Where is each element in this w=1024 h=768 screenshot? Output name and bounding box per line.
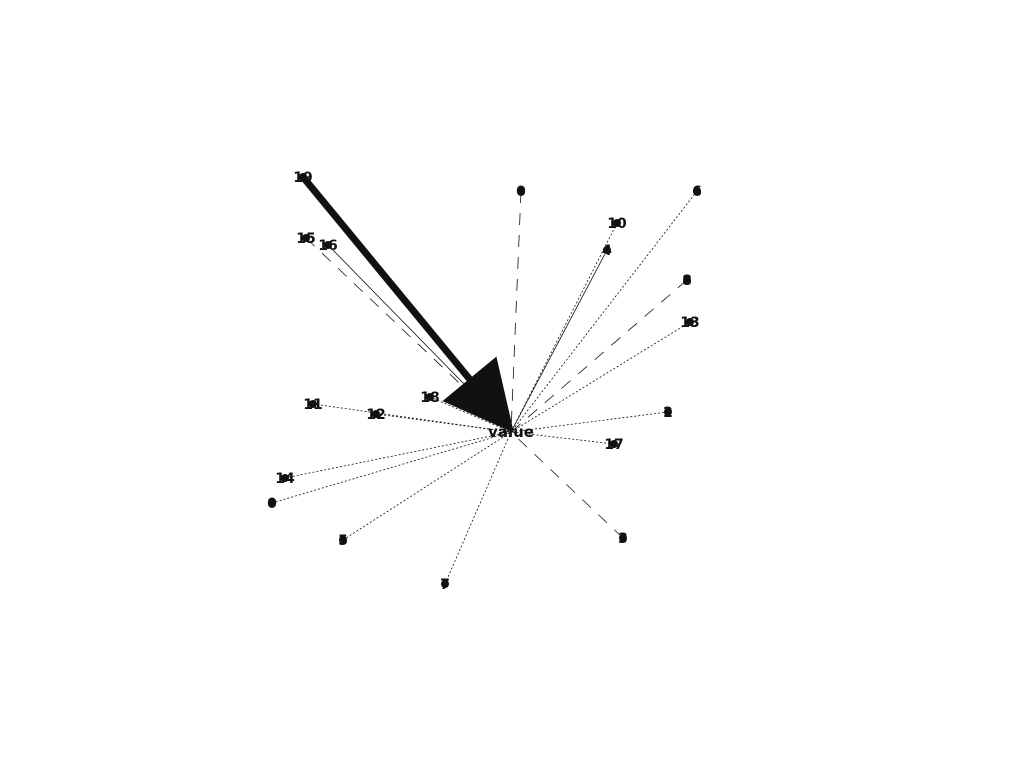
node-n17: 17 <box>604 437 623 453</box>
edge-n17 <box>510 431 615 445</box>
node-dot <box>686 318 694 326</box>
node-label: 4 <box>602 243 612 259</box>
node-label: 19 <box>293 170 312 186</box>
node-dot <box>603 246 611 254</box>
edge-n3 <box>510 431 624 539</box>
node-label: 16 <box>318 238 337 254</box>
edge-n15 <box>305 237 512 433</box>
node-n5: 5 <box>338 533 348 549</box>
node-label: 15 <box>296 231 315 247</box>
node-n3: 3 <box>618 531 628 547</box>
node-n16: 16 <box>318 238 337 254</box>
node-dot <box>339 536 347 544</box>
edge-n0b <box>271 431 512 504</box>
node-label: 2 <box>663 405 673 421</box>
edge-n13 <box>510 321 691 433</box>
node-dot <box>610 440 618 448</box>
edge-n4 <box>510 249 608 433</box>
node-dot <box>372 410 380 418</box>
node-n13: 13 <box>680 315 699 331</box>
edge-n6 <box>510 190 698 433</box>
node-dot <box>683 276 691 284</box>
node-n1: 1 <box>475 389 485 405</box>
node-label: 13 <box>680 315 699 331</box>
edge-n8 <box>510 279 688 433</box>
node-dot <box>302 234 310 242</box>
node-n7: 7 <box>440 577 450 593</box>
node-n6: 6 <box>692 184 702 200</box>
node-n19: 19 <box>293 170 312 186</box>
node-dot <box>613 219 621 227</box>
edge-n2 <box>510 411 669 433</box>
node-label: 10 <box>607 216 627 232</box>
node-n10: 10 <box>607 216 627 232</box>
node-n11: 11 <box>303 397 322 413</box>
node-label: 0 <box>267 496 277 512</box>
node-dot <box>664 408 672 416</box>
node-label: 7 <box>440 577 450 593</box>
node-dot <box>324 241 332 249</box>
node-dot <box>281 474 289 482</box>
center-node: value <box>488 423 534 441</box>
edge-n18 <box>429 396 512 433</box>
edge-n14 <box>284 431 512 479</box>
node-label: 6 <box>692 184 702 200</box>
center-label: value <box>488 423 534 441</box>
edge-n5 <box>342 431 512 541</box>
edge-n0a <box>510 190 522 433</box>
node-n0b: 0 <box>267 496 277 512</box>
node-n4: 4 <box>602 243 612 259</box>
edge-n12 <box>375 413 512 433</box>
node-dot <box>441 580 449 588</box>
node-n2: 2 <box>663 405 673 421</box>
node-label: 18 <box>420 390 439 406</box>
node-label: 3 <box>618 531 628 547</box>
node-label: 11 <box>303 397 322 413</box>
edge-n19 <box>300 174 514 433</box>
node-n14: 14 <box>275 471 295 487</box>
node-dot <box>517 187 525 195</box>
edge-n11 <box>312 403 512 433</box>
node-dot <box>309 400 317 408</box>
node-label: 0 <box>516 184 526 200</box>
node-label: 14 <box>275 471 295 487</box>
node-dot <box>426 393 434 401</box>
node-dot <box>268 499 276 507</box>
node-n12: 12 <box>366 407 385 423</box>
edge-n7 <box>444 431 512 585</box>
node-dot <box>619 534 627 542</box>
node-label: 1 <box>475 389 485 405</box>
node-dot <box>476 392 484 400</box>
edge-n16 <box>327 244 512 433</box>
node-n15: 15 <box>296 231 315 247</box>
node-label: 8 <box>682 273 692 289</box>
node-dot <box>693 187 701 195</box>
node-label: 5 <box>338 533 348 549</box>
node-label: 12 <box>366 407 385 423</box>
node-n0a: 0 <box>516 184 526 200</box>
node-n18: 18 <box>420 390 439 406</box>
node-label: 17 <box>604 437 623 453</box>
node-dot <box>299 173 307 181</box>
node-n8: 8 <box>682 273 692 289</box>
edge-layer <box>271 174 698 585</box>
edge-n10 <box>510 222 618 433</box>
